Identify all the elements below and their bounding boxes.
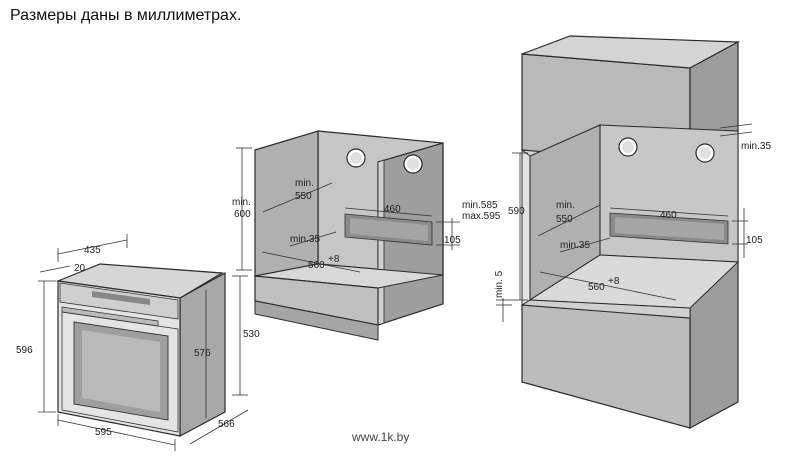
tc-depth-label: min.	[556, 200, 575, 211]
oven-illustration	[55, 263, 226, 437]
uc-slot-width: 460	[384, 204, 401, 215]
uc-range-max: max.595	[462, 211, 501, 222]
tc-slot-width: 460	[660, 210, 677, 221]
oven-dim-20: 20	[74, 263, 86, 274]
uc-width: 560	[308, 260, 325, 271]
tall-cabinet	[520, 35, 741, 430]
diagram-caption: Размеры даны в миллиметрах.	[10, 7, 242, 24]
oven-dim-566: 566	[218, 419, 235, 430]
tc-depth-value: 550	[556, 214, 573, 225]
tc-width: 560	[588, 282, 605, 293]
tc-min-bottom: min. 5	[494, 270, 505, 298]
oven-dim-530: 530	[243, 329, 260, 340]
uc-minheight-value: 600	[234, 209, 251, 220]
uc-min-gap: min.35	[290, 234, 320, 245]
oven-dim-435: 435	[84, 245, 101, 256]
uc-width-sup: +8	[328, 254, 340, 265]
tall-cabinet-dimensions: min.35 590 min. 550 460 min.35 105 min. …	[494, 123, 771, 322]
tc-width-sup: +8	[608, 276, 620, 287]
oven-dimensions: 435 20 596 576 530 595 566	[16, 234, 260, 451]
uc-depth-label: min.	[295, 178, 314, 189]
oven-dim-595: 595	[95, 427, 112, 438]
oven-dim-596: 596	[16, 345, 33, 356]
oven-dim-576: 576	[194, 348, 211, 359]
under-counter-dimensions: min. 600 min. 550 460 105 min.35 560 +8 …	[232, 147, 501, 273]
watermark-text: www.1k.by	[352, 430, 410, 444]
uc-depth-value: 550	[295, 191, 312, 202]
under-counter-cabinet	[254, 130, 444, 341]
tc-top-gap: min.35	[741, 141, 771, 152]
tc-height: 590	[508, 206, 525, 217]
uc-slot-height: 105	[444, 235, 461, 246]
uc-minheight-label: min.	[232, 197, 251, 208]
tc-min-gap: min.35	[560, 240, 590, 251]
tc-slot-height: 105	[746, 235, 763, 246]
uc-range-min: min.585	[462, 200, 498, 211]
